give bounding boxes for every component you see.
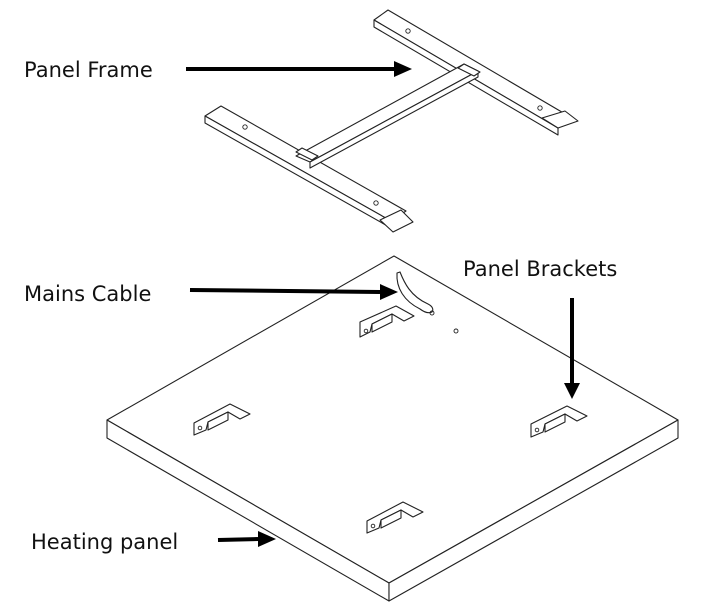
panel-bracket-left (193, 403, 251, 436)
panel-bracket-back (359, 305, 415, 338)
mains-cable-label: Mains Cable (24, 282, 151, 306)
heating-panel-right-edge (388, 419, 679, 602)
heating-panel-arrow (217, 531, 276, 547)
mains-cable-arrow (189, 284, 398, 300)
panel-frame-lower-rail (204, 105, 414, 233)
panel-bracket-front (366, 501, 424, 534)
heating-panel-top-face (106, 255, 679, 584)
panel-frame-label: Panel Frame (24, 58, 153, 82)
mains-cable (396, 271, 459, 334)
panel-bracket-right (530, 405, 588, 438)
panel-brackets-arrow (564, 298, 580, 399)
panel-frame (204, 9, 579, 233)
panel-brackets-label: Panel Brackets (463, 257, 617, 281)
heating-panel-label: Heating panel (31, 530, 178, 554)
panel-frame-arrow (186, 61, 412, 77)
heating-panel (106, 255, 679, 602)
panel-frame-cross-bar (295, 63, 481, 169)
